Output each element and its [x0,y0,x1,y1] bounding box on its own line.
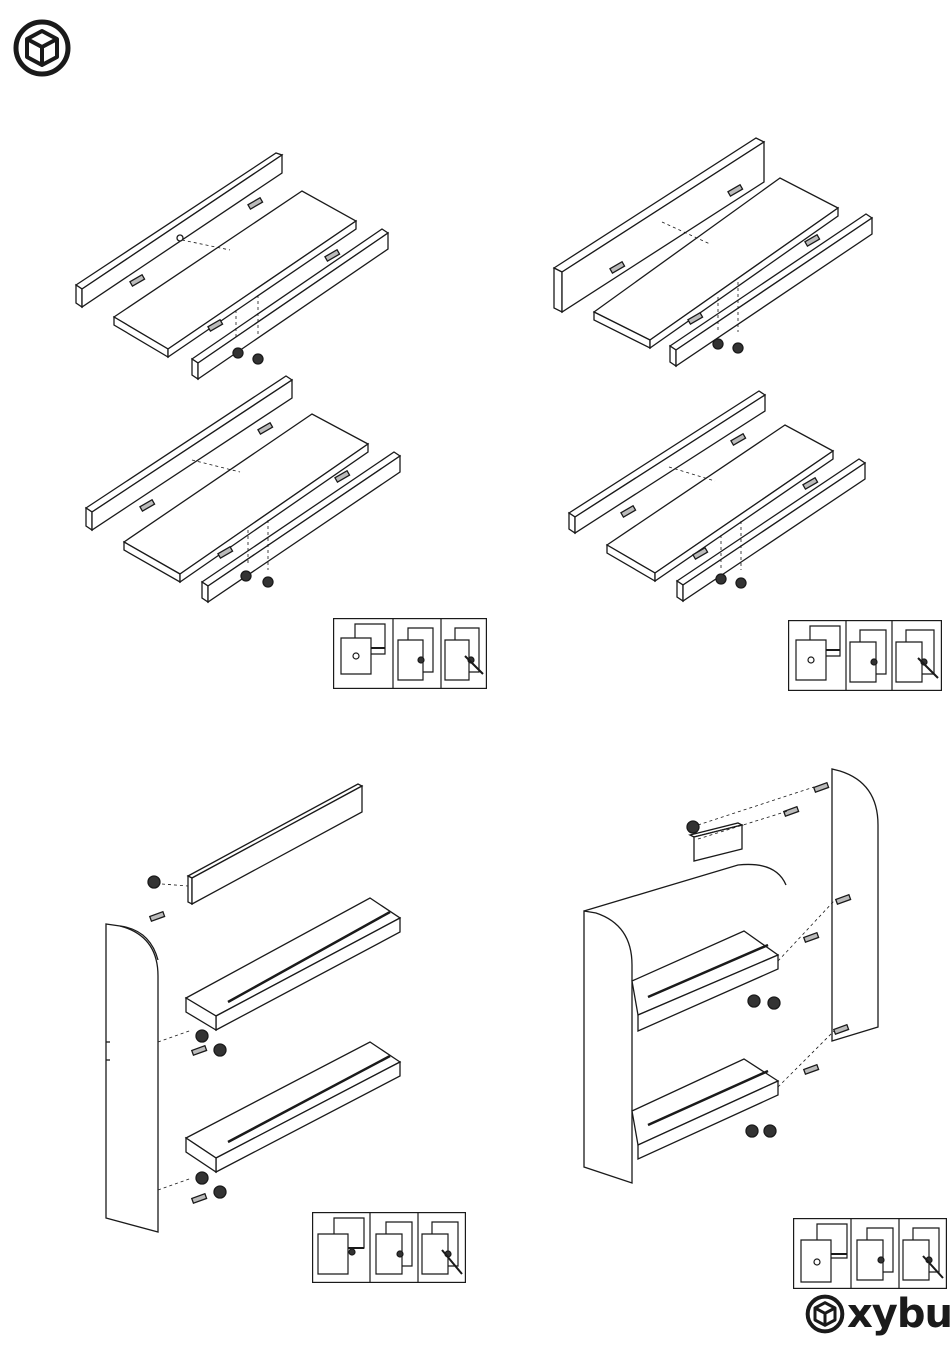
cube-logo-icon [805,1294,845,1334]
assembly-cube-icon [12,18,72,78]
brand-logo: xybul [805,1288,945,1340]
shelf-frame-left-side [100,780,420,1235]
cam-lock-detail-1 [333,618,487,689]
cam-lock-detail-4 [793,1218,947,1289]
exploded-rail-assembly-c [80,370,410,605]
cam-lock-detail-2 [788,620,942,691]
cam-lock-detail-3 [312,1212,466,1283]
exploded-rail-assembly-d [565,385,875,605]
exploded-rail-assembly-a [70,145,400,385]
exploded-rail-assembly-b [550,132,880,377]
shelf-frame-right-side [578,765,888,1190]
brand-logo-text: xybul [847,1294,950,1334]
